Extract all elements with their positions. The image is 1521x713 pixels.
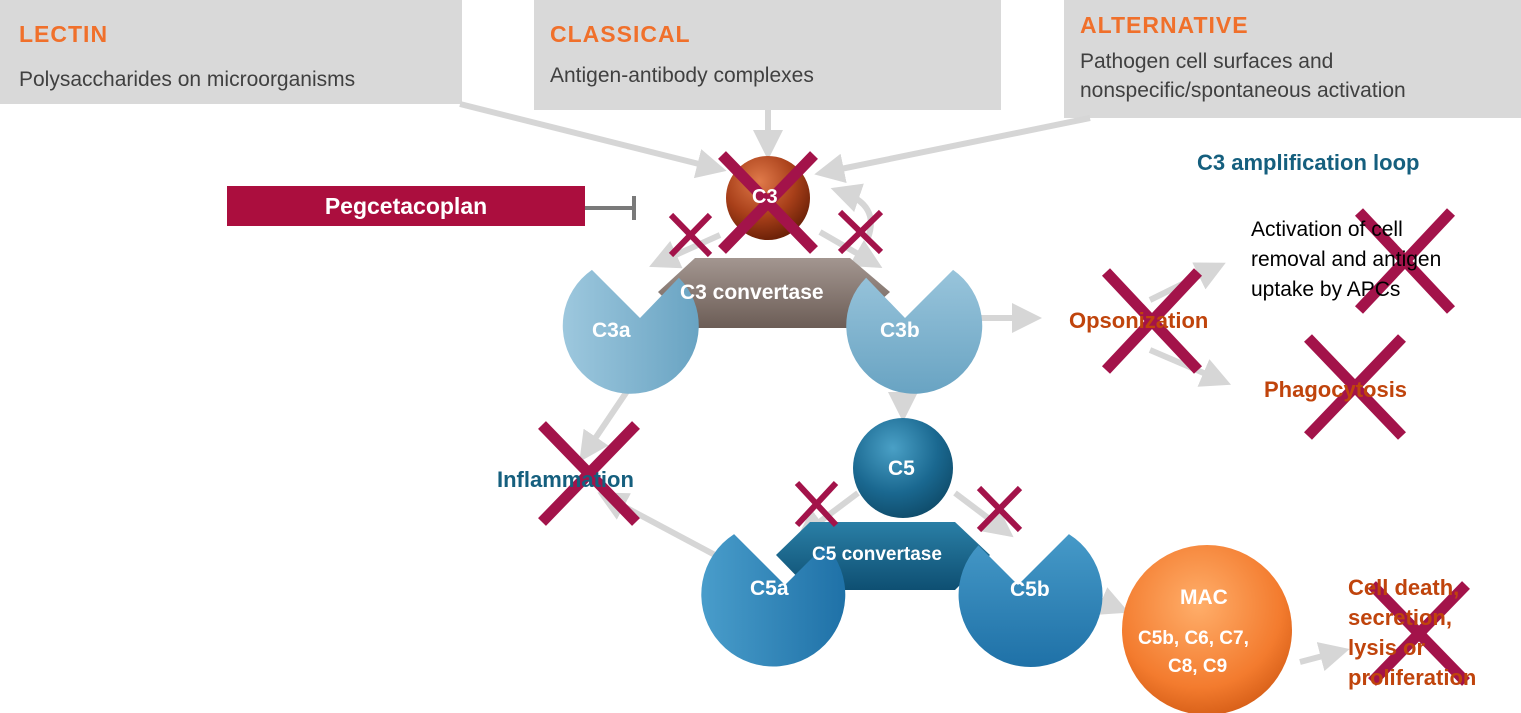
inflammation-block-cross-icon — [538, 421, 640, 526]
phagocytosis-label: Phagocytosis — [1264, 377, 1408, 402]
alternative-title: ALTERNATIVE — [1080, 12, 1249, 38]
c5b-label: C5b — [1010, 578, 1050, 601]
alternative-box: ALTERNATIVE Pathogen cell surfaces and n… — [1064, 0, 1521, 118]
c5-node-label: C5 — [888, 457, 915, 480]
c3b-fragment — [846, 269, 983, 394]
opsonization-block-cross-icon — [1101, 268, 1203, 374]
c5-node — [853, 418, 953, 518]
pegcetacoplan-inhibitor: Pegcetacoplan — [227, 186, 585, 226]
activation-block-cross-icon — [1354, 208, 1456, 314]
c5a-label: C5a — [750, 577, 789, 600]
mac-components-line1: C5b, C6, C7, — [1138, 628, 1249, 649]
mac-to-cell-death-arrow — [1299, 642, 1350, 672]
c3-to-c3a-arrow — [649, 232, 722, 269]
c5a-block-cross-icon — [794, 480, 839, 528]
alternative-description-line2: nonspecific/spontaneous activation — [1080, 79, 1406, 102]
c3a-fragment — [562, 269, 699, 394]
c3-convertase-shape — [658, 258, 890, 328]
cell-death-block-cross-icon — [1368, 581, 1470, 686]
c5b-fragment — [958, 534, 1103, 668]
c3b-label: C3b — [880, 319, 920, 342]
c3-node-label: C3 — [752, 186, 778, 208]
amplification-loop-label: C3 amplification loop — [1197, 150, 1420, 175]
amplification-loop-arrow — [830, 183, 874, 240]
c3a-label: C3a — [592, 319, 631, 342]
opsonization-label: Opsonization — [1069, 308, 1209, 333]
c5b-block-cross-icon — [976, 485, 1023, 533]
c5-to-c5b-arrow — [953, 490, 1014, 538]
lectin-arrow — [459, 101, 727, 179]
alternative-arrow — [814, 115, 1091, 184]
classical-title: CLASSICAL — [550, 21, 691, 47]
c5a-fragment — [701, 534, 846, 667]
inflammation-label: Inflammation — [497, 467, 634, 492]
cell-death-line1: Cell death, — [1348, 575, 1460, 600]
lectin-description: Polysaccharides on microorganisms — [19, 68, 356, 91]
cell-death-line2: secretion, — [1348, 605, 1452, 630]
mac-title: MAC — [1180, 586, 1228, 609]
phagocytosis-block-cross-icon — [1304, 334, 1406, 440]
c3a-block-cross-icon — [668, 212, 713, 258]
c3-convertase-label: C3 convertase — [680, 281, 824, 304]
lectin-box: LECTIN Polysaccharides on microorganisms — [0, 0, 462, 104]
c3-block-cross-icon — [718, 151, 818, 254]
activation-line2: removal and antigen — [1251, 248, 1442, 271]
mac-node — [1122, 545, 1292, 713]
cell-death-line3: lysis or — [1348, 635, 1426, 660]
lectin-title: LECTIN — [19, 21, 109, 47]
classical-description: Antigen-antibody complexes — [550, 64, 814, 87]
opsonization-to-phagocytosis-arrow — [1148, 347, 1232, 387]
cell-death-line4: proliferation — [1348, 665, 1477, 690]
c5-convertase-label: C5 convertase — [812, 544, 942, 565]
classical-box: CLASSICAL Antigen-antibody complexes — [534, 0, 1001, 110]
block-crosses — [538, 151, 1470, 686]
c3b-block-cross-icon — [837, 209, 884, 255]
alternative-description-line1: Pathogen cell surfaces and — [1080, 50, 1334, 73]
mac-components-line2: C8, C9 — [1168, 656, 1228, 677]
activation-line3: uptake by APCs — [1251, 278, 1401, 301]
activation-line1: Activation of cell — [1251, 218, 1403, 241]
